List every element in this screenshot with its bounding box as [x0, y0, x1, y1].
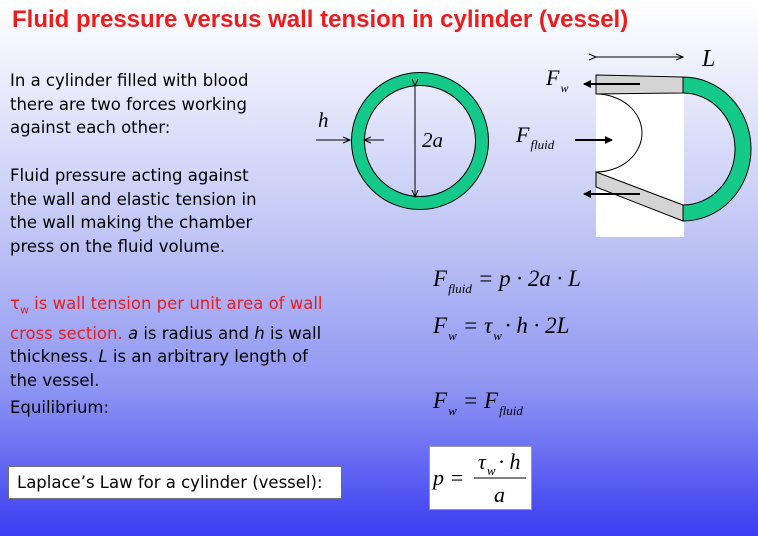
laplace-label: Laplace’s Law for a cylinder (vessel):: [17, 473, 323, 492]
a-symbol: a: [127, 323, 139, 343]
eq2-lhs: F: [432, 313, 448, 338]
half-ring-wall: [682, 76, 752, 222]
thickness-label: h: [318, 108, 329, 132]
forces-paragraph: Fluid pressure acting against the wall a…: [10, 164, 257, 258]
wall-force-symbol: F: [545, 65, 560, 90]
equation-wall-force: Fw= τw· h · 2L: [432, 313, 569, 343]
fluid-force-symbol: F: [515, 122, 530, 147]
tau-symbol: τ: [10, 294, 20, 313]
intro-line-1: In a cylinder filled with blood: [10, 71, 249, 90]
lower-wall-section: [595, 171, 684, 222]
laplace-num-rest: · h: [499, 449, 521, 474]
laplace-label-box: Laplace’s Law for a cylinder (vessel):: [8, 466, 342, 499]
forces-line-3: the wall making the chamber: [10, 213, 253, 232]
eq1-lhs: F: [432, 266, 448, 291]
intro-line-3: against each other:: [10, 118, 171, 137]
ring-outer-edge: [351, 72, 489, 210]
eq2-rhs-tau-sub: w: [493, 328, 502, 343]
eq1-lhs-sub: fluid: [448, 281, 472, 296]
L-definition: is an arbitrary length of: [107, 347, 308, 367]
eq3-lhs: F: [432, 388, 448, 413]
vessel-cross-section-ring: [351, 72, 489, 210]
length-label: L: [701, 46, 715, 72]
diameter-label: 2a: [422, 128, 443, 152]
tau-subscript: w: [19, 303, 29, 317]
definition-line-3: thickness. L is an arbitrary length of: [10, 345, 323, 369]
equation-fluid-force: Ffluid = p · 2a · L: [432, 266, 581, 296]
a-definition: is radius and: [138, 323, 255, 343]
wall-force-subscript: w: [560, 81, 568, 95]
laplace-denominator: a: [494, 482, 505, 507]
eq3-rhs-sub: fluid: [499, 403, 523, 418]
forces-line-1: Fluid pressure acting against: [10, 166, 249, 185]
definition-line-4: the vessel.: [10, 370, 100, 390]
slide-title: Fluid pressure versus wall tension in cy…: [12, 6, 629, 33]
equilibrium-label: Equilibrium:: [10, 398, 110, 417]
h-definition: is wall: [264, 323, 322, 343]
eq2-rhs-tau: = τ: [463, 313, 493, 338]
thickness-text: thickness.: [10, 347, 99, 367]
forces-line-2: the wall and elastic tension in: [10, 189, 257, 209]
eq1-rhs: = p · 2a · L: [478, 266, 581, 291]
fluid-force-label: Ffluid: [515, 122, 555, 152]
laplace-numerator: τw· h: [478, 449, 521, 478]
eq3-lhs-sub: w: [448, 403, 457, 418]
definitions-paragraph: τw is wall tension per unit area of wall…: [10, 292, 323, 392]
fluid-force-subscript: fluid: [530, 137, 554, 152]
laplace-lhs: p =: [431, 465, 464, 490]
equation-equilibrium: Fw = Ffluid: [432, 388, 523, 418]
eq2-rhs-rest: · h · 2L: [505, 313, 570, 338]
forces-line-4: press on the fluid volume.: [10, 236, 226, 256]
ring-inner-edge: [364, 85, 476, 197]
wall-force-label: Fw: [545, 65, 568, 95]
h-symbol: h: [254, 323, 265, 343]
definition-line-1: τw is wall tension per unit area of wall: [10, 292, 323, 322]
fluid-boundary-curve: [595, 93, 643, 173]
intro-paragraph: In a cylinder filled with blood there ar…: [10, 69, 248, 140]
laplace-num-tau: τ: [478, 449, 487, 474]
intro-line-2: there are two forces working: [10, 94, 247, 114]
tau-definition: is wall tension per unit area of wall: [28, 294, 323, 313]
definition-line-2: cross section. a is radius and h is wall: [10, 322, 323, 346]
laplace-num-sub: w: [487, 463, 496, 478]
eq3-rhs: = F: [463, 388, 499, 413]
eq2-lhs-sub: w: [448, 328, 457, 343]
cross-section-text: cross section.: [10, 323, 123, 343]
L-symbol: L: [98, 347, 108, 367]
